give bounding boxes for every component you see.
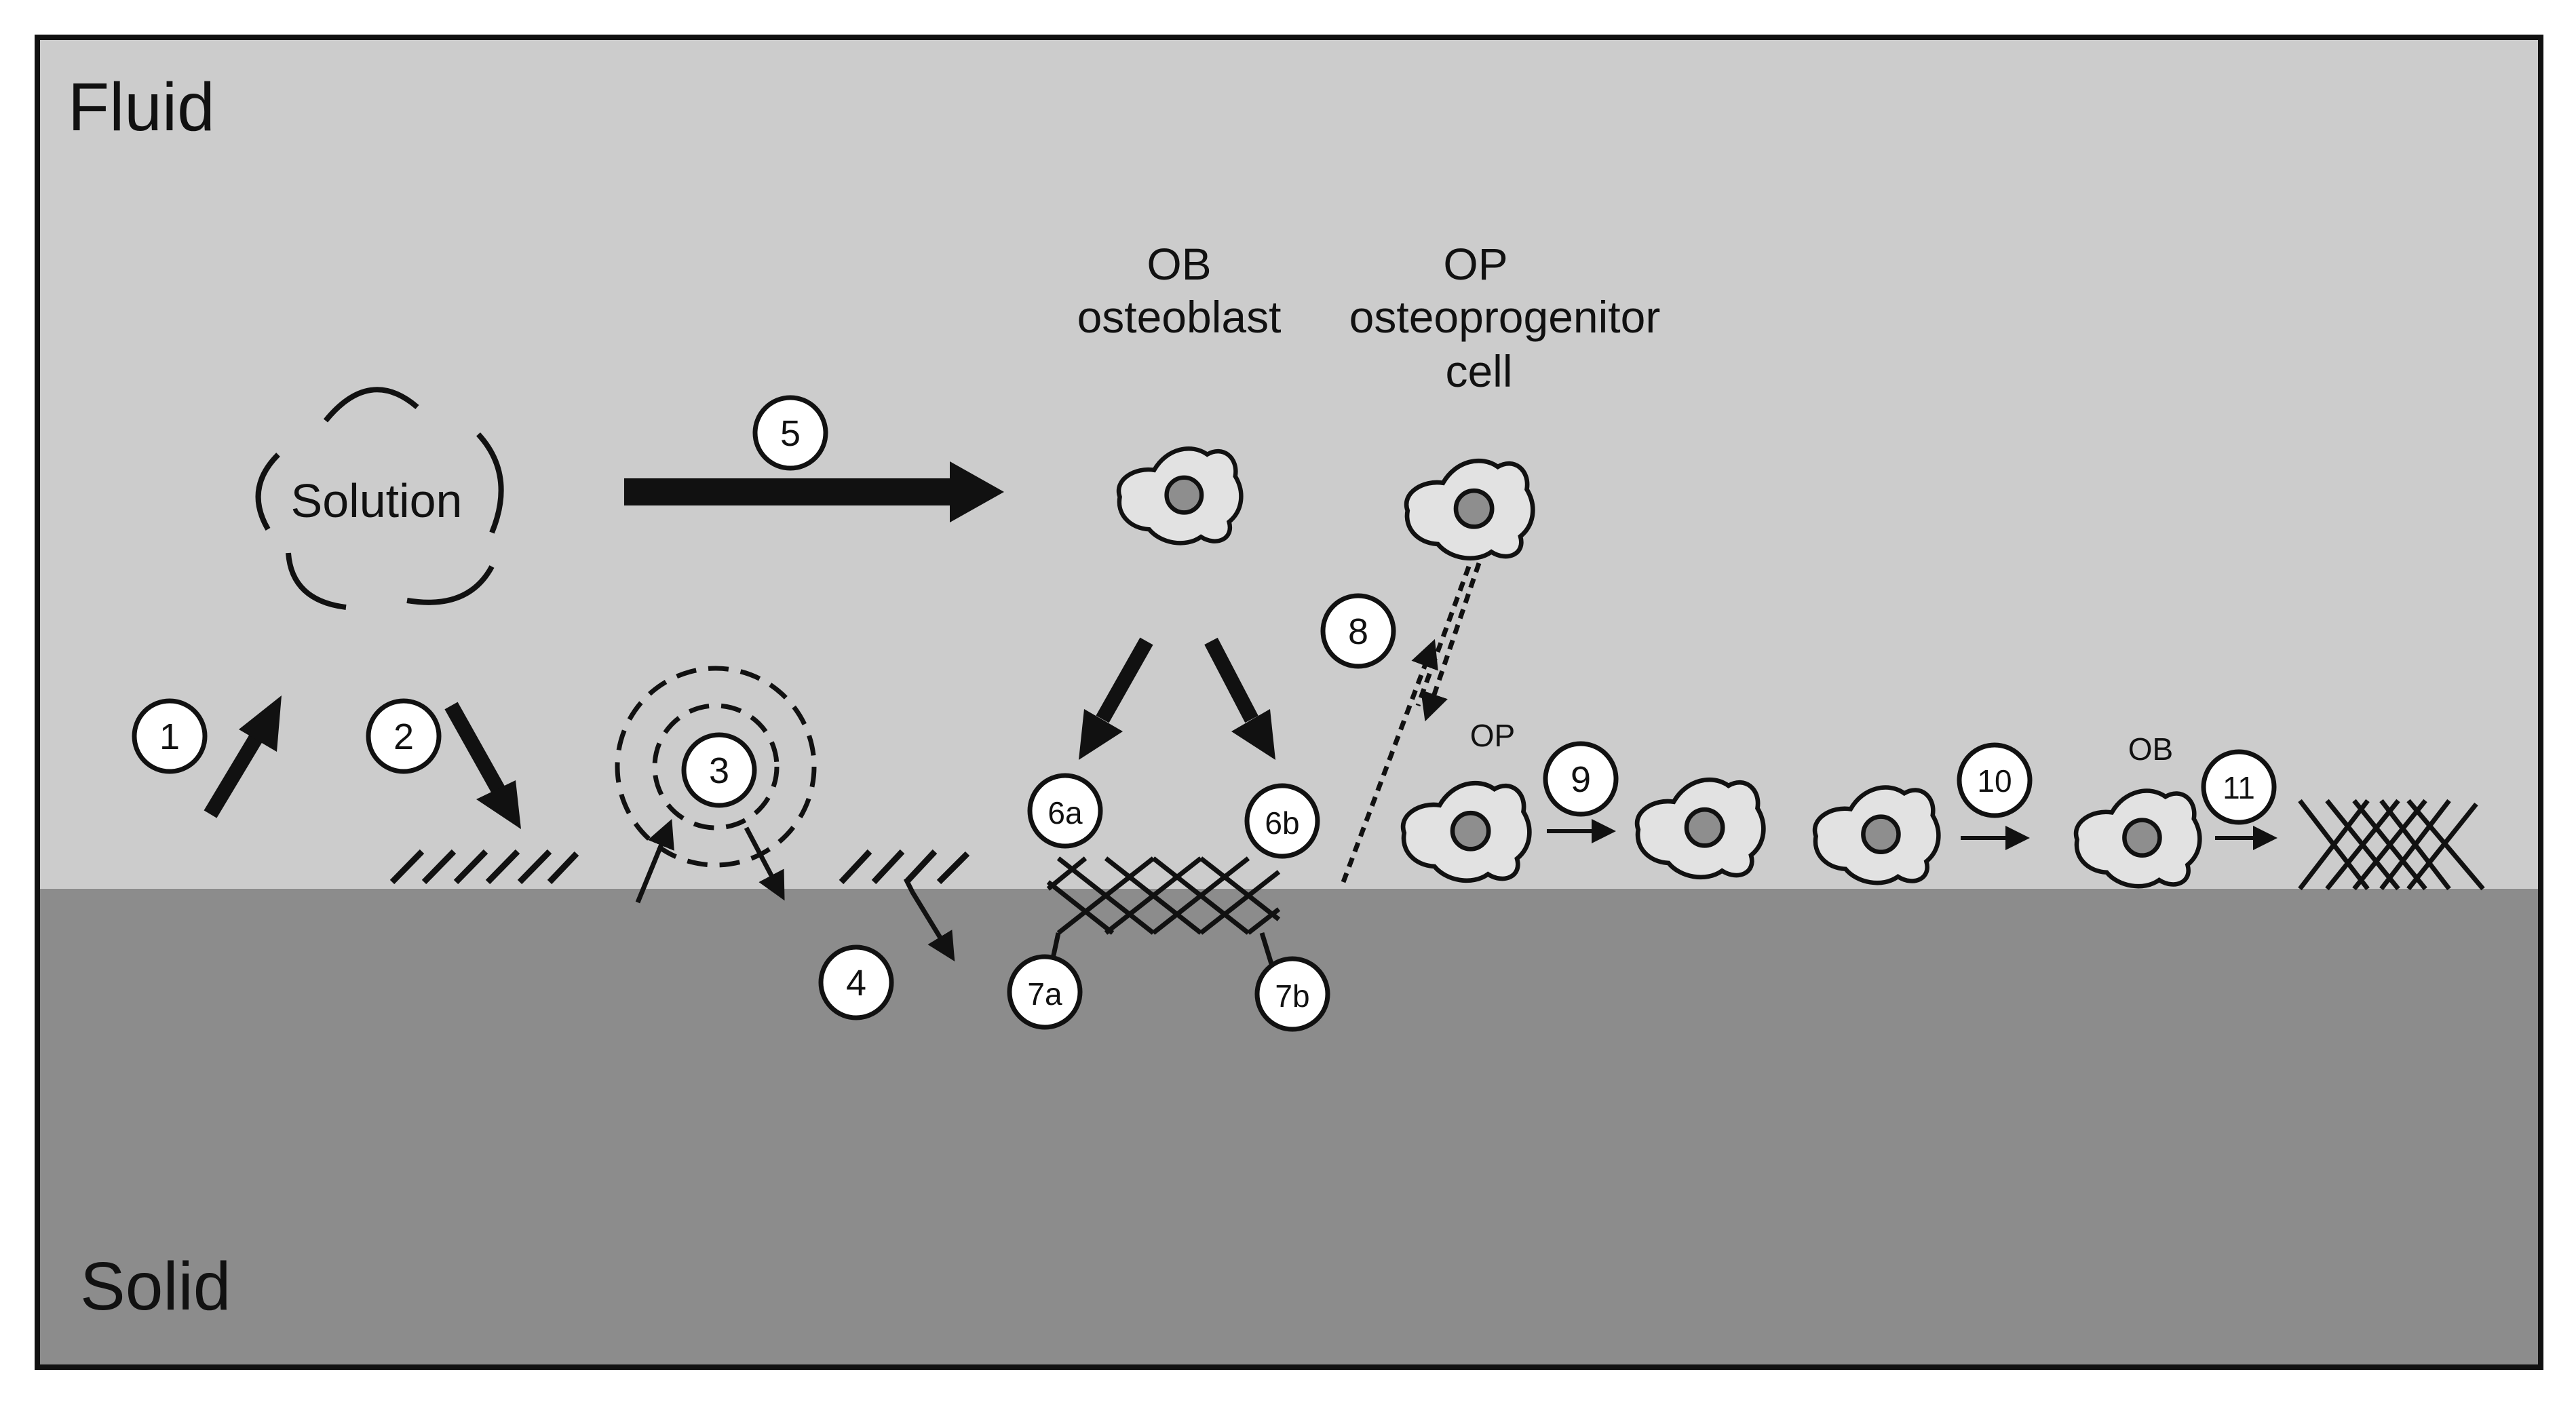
step-10-number: 10: [1977, 763, 2012, 799]
step-6a-circle: [1027, 773, 1103, 849]
step-4-circle: [818, 944, 894, 1020]
step-9-number: 9: [1571, 759, 1591, 800]
ob-abbr-label: OB: [1147, 239, 1211, 289]
step-7a-number: 7a: [1027, 976, 1062, 1012]
step-11-number: 11: [2223, 770, 2255, 805]
step-3-arrows: [635, 819, 785, 904]
step-3-rings: [615, 666, 817, 868]
step-6a-number: 6a: [1047, 795, 1083, 830]
step-6a-arrow: [1079, 637, 1153, 760]
adsorbed-layer-right: [839, 849, 970, 885]
step-4-arrow: [903, 877, 955, 961]
step-2-number: 2: [393, 716, 414, 757]
op-abbr-label: OP: [1443, 239, 1507, 289]
op-name-label: osteoprogenitor: [1349, 292, 1661, 342]
step-2-circle: [366, 698, 442, 774]
step-8-number: 8: [1348, 611, 1368, 652]
matrix-mesh-right: [2298, 799, 2485, 891]
solid-label: Solid: [80, 1248, 231, 1324]
step-2-arrow: [444, 702, 521, 829]
fluid-label: Fluid: [68, 69, 215, 145]
step-9-circle: [1543, 741, 1619, 817]
step-7b-circle: [1254, 956, 1330, 1032]
small-ob-label: OB: [2128, 731, 2173, 767]
step-7a-circle: [1007, 954, 1083, 1030]
step-1-number: 1: [159, 716, 180, 757]
step-1-arrow: [204, 695, 282, 818]
step-10-circle: [1957, 742, 2033, 818]
op-cell-label: cell: [1445, 346, 1512, 396]
solution-label: Solution: [291, 474, 463, 527]
frame: [35, 35, 2543, 1370]
solution-cloud: [255, 387, 504, 610]
step-6b-circle: [1244, 783, 1320, 859]
step-8-circle: [1320, 593, 1396, 669]
step-6b-arrow: [1204, 637, 1275, 760]
step-3-circle: [681, 732, 757, 808]
adsorbed-layer-left: [389, 849, 579, 885]
step-6b-number: 6b: [1265, 805, 1299, 841]
step-8-arrows: [1341, 562, 1482, 883]
step-5-circle: [752, 395, 828, 471]
step-5-number: 5: [780, 413, 801, 454]
step-7b-number: 7b: [1275, 978, 1309, 1014]
fluid-region: [37, 37, 2541, 889]
ob-name-label: osteoblast: [1077, 292, 1282, 342]
step-4-number: 4: [846, 963, 866, 1004]
step-3-number: 3: [709, 750, 729, 791]
small-op-label: OP: [1470, 718, 1515, 753]
step-5-arrow: [624, 461, 1004, 522]
step-11-circle: [2201, 749, 2277, 825]
step-1-circle: [132, 698, 208, 774]
